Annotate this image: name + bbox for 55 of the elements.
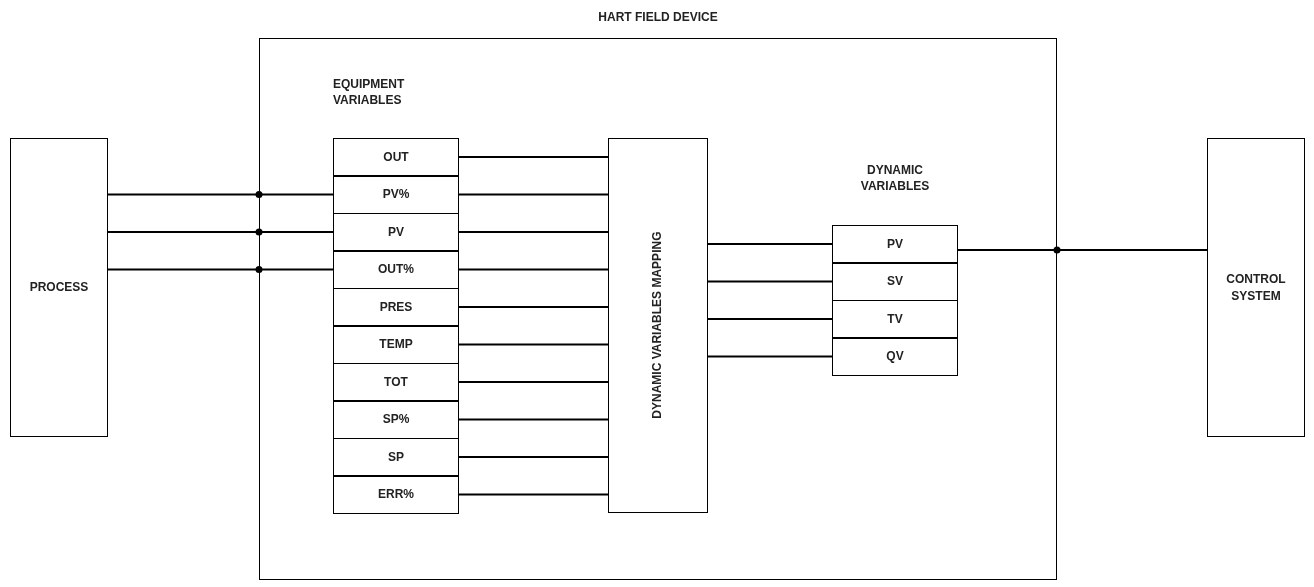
variable-cell xyxy=(333,250,459,289)
variable-cell xyxy=(333,400,459,439)
variable-cell xyxy=(333,288,459,326)
process-box xyxy=(10,138,108,437)
node-label: SV xyxy=(887,273,903,290)
node-label: ERR% xyxy=(378,486,414,503)
connector-line xyxy=(107,231,334,233)
variable-cell xyxy=(333,363,459,401)
connector-line xyxy=(707,243,833,245)
variable-cell xyxy=(333,213,459,251)
node-label: PV% xyxy=(382,186,410,203)
variable-cell xyxy=(832,300,958,338)
node-label: SP xyxy=(388,448,404,466)
node-label: PRES xyxy=(379,298,413,316)
node-label: DYNAMIC VARIABLES MAPPING xyxy=(649,231,666,420)
connector-line xyxy=(458,268,609,271)
node-label: QV xyxy=(886,348,904,365)
node-label: PV xyxy=(388,223,404,241)
node-label: OUT xyxy=(383,148,409,166)
node-label: PV xyxy=(887,235,903,253)
connector-line xyxy=(458,156,609,158)
connector-line xyxy=(707,280,833,283)
connector-line xyxy=(107,193,334,196)
variable-cell xyxy=(333,325,459,364)
connector-line xyxy=(458,306,609,308)
mapping-box xyxy=(608,138,708,513)
connector-line xyxy=(458,381,609,383)
connector-line xyxy=(458,231,609,233)
connector-line xyxy=(458,343,609,346)
connector-line xyxy=(458,493,609,496)
variable-cell xyxy=(333,438,459,476)
connector-line xyxy=(458,418,609,421)
connector-line xyxy=(458,456,609,458)
connector-line xyxy=(707,318,833,320)
variable-cell xyxy=(832,262,958,301)
connector-line xyxy=(107,268,334,271)
connector-line xyxy=(458,193,609,196)
node-label: TEMP xyxy=(379,336,413,353)
node-label: CONTROL SYSTEM xyxy=(1225,271,1287,304)
control-system-box xyxy=(1207,138,1305,437)
node-label: PROCESS xyxy=(28,279,90,296)
variable-cell xyxy=(333,475,459,514)
device-title: HART FIELD DEVICE xyxy=(597,9,719,26)
node-label: TV xyxy=(887,310,903,328)
connector-line xyxy=(707,355,833,358)
group-heading: EQUIPMENT VARIABLES xyxy=(333,76,406,109)
node-label: TOT xyxy=(384,373,408,391)
group-heading: DYNAMIC VARIABLES xyxy=(859,162,931,195)
node-label: OUT% xyxy=(378,261,414,278)
variable-cell xyxy=(333,175,459,214)
connector-line xyxy=(957,249,1208,251)
variable-cell xyxy=(832,337,958,376)
variable-cell xyxy=(832,225,958,263)
node-label: SP% xyxy=(382,411,410,428)
variable-cell xyxy=(333,138,459,176)
